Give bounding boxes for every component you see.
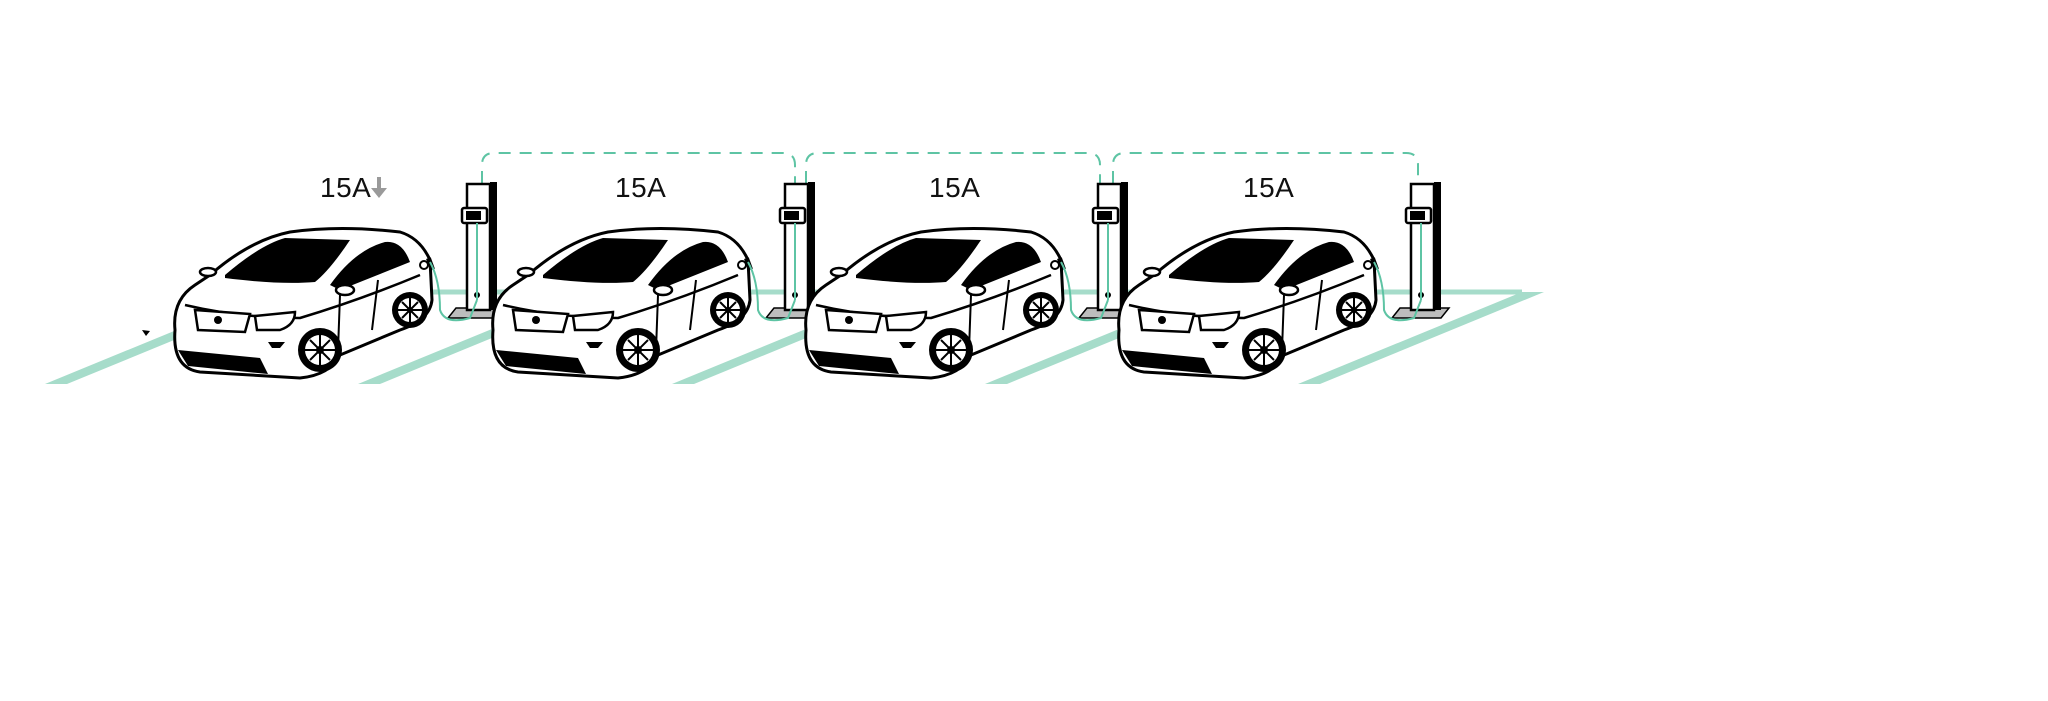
stray-mark — [142, 330, 150, 336]
load-sharing-link — [1112, 152, 1419, 183]
station-current-label: 15A — [1243, 172, 1295, 203]
charging-station — [428, 180, 507, 322]
station-current-label: 15A — [320, 172, 372, 203]
electric-car — [173, 227, 437, 380]
electric-car — [804, 227, 1068, 380]
electric-car — [1117, 227, 1381, 380]
station-current-label: 15A — [615, 172, 667, 203]
load-sharing-link — [481, 152, 796, 183]
parking-stripe — [1298, 292, 1544, 384]
arrow-down-icon — [371, 177, 387, 198]
station-current-label: 15A — [929, 172, 981, 203]
load-sharing-link — [805, 152, 1101, 183]
electric-car — [491, 227, 755, 380]
charging-station — [1372, 180, 1451, 322]
